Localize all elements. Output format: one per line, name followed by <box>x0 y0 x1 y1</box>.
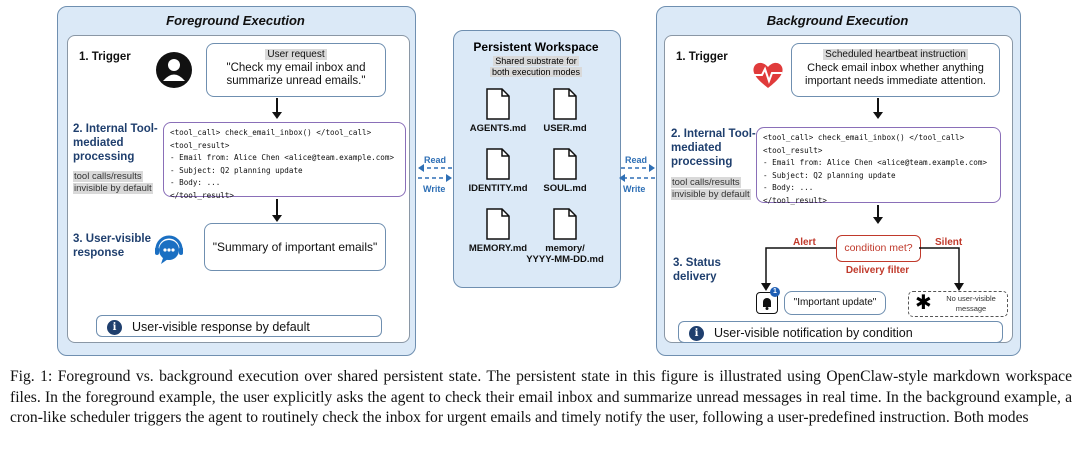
fg-processing-label: 2. Internal Tool-mediated processing <box>73 123 158 163</box>
bg-trigger-label: 1. Trigger <box>676 51 728 63</box>
code-line: <tool_result> <box>763 145 823 155</box>
important-update-bubble: "Important update" <box>784 291 886 315</box>
fg-request-bubble: User request "Check my email inbox and s… <box>206 43 386 97</box>
code-line: - Subject: Q2 planning update <box>170 165 303 175</box>
info-icon: i <box>689 326 704 342</box>
workspace-file-label: memory/YYYY-MM-DD.md <box>526 243 604 265</box>
right-write-label: Write <box>623 184 646 194</box>
code-line: <tool_call> check_email_inbox() </tool_c… <box>170 128 372 137</box>
workspace-file-label: MEMORY.md <box>468 243 528 254</box>
fg-arrowhead-2 <box>272 215 282 222</box>
fg-response-bubble: "Summary of important emails" <box>204 223 386 271</box>
code-line: - Subject: Q2 planning update <box>763 170 896 180</box>
fg-response-label: 3. User-visible response <box>73 233 151 259</box>
no-message-box: ✱ No user-visible message <box>908 291 1008 317</box>
silent-label: Silent <box>935 237 963 248</box>
bg-status-label: 3. Status delivery <box>673 257 721 283</box>
fg-request-text: "Check my email inbox and summarize unre… <box>226 62 366 87</box>
code-line: <tool_call> check_email_inbox() </tool_c… <box>763 133 965 142</box>
delivery-filter-label: Delivery filter <box>845 265 910 276</box>
branch-arrows <box>761 247 964 291</box>
file-icon <box>486 148 510 180</box>
info-icon: i <box>107 320 122 336</box>
code-line: - Email from: Alice Chen <alice@team.exa… <box>170 153 395 162</box>
figure-caption: Fig. 1: Foreground vs. background execut… <box>10 368 1072 426</box>
workspace-file-label: AGENTS.md <box>469 123 527 134</box>
left-read-write-arrows <box>418 164 452 182</box>
bg-processing-label: 2. Internal Tool-mediated processing <box>671 128 756 168</box>
bg-code-block: <tool_call> check_email_inbox() </tool_c… <box>756 127 1001 205</box>
heartbeat-icon <box>753 62 783 88</box>
support-chat-icon <box>155 235 183 264</box>
fg-trigger-label: 1. Trigger <box>79 51 131 63</box>
bg-arrowhead-1 <box>873 112 883 119</box>
bg-arrowhead-2 <box>873 217 883 224</box>
left-write-label: Write <box>423 184 446 194</box>
fg-request-tag: User request <box>265 49 327 60</box>
file-icon <box>553 148 577 180</box>
code-line: <tool_result> <box>170 140 230 150</box>
notification-icon <box>756 292 778 314</box>
bg-instruction-bubble: Scheduled heartbeat instruction Check em… <box>791 43 1000 97</box>
right-read-write-arrows <box>619 164 655 182</box>
file-icon <box>553 88 577 120</box>
fg-arrowhead-1 <box>272 112 282 119</box>
user-icon <box>156 52 192 88</box>
foreground-title: Foreground Execution <box>166 13 305 28</box>
bg-instruction-tag: Scheduled heartbeat instruction <box>823 49 968 60</box>
file-icon <box>553 208 577 240</box>
no-message-text: No user-visible message <box>946 294 996 313</box>
fg-arrow-1 <box>276 98 278 114</box>
asterisk-icon: ✱ <box>915 292 932 314</box>
code-line: - Email from: Alice Chen <alice@team.exa… <box>763 158 988 167</box>
code-line: - Body: ... <box>763 183 814 192</box>
alert-label: Alert <box>793 237 816 248</box>
fg-arrow-2 <box>276 199 278 217</box>
right-read-label: Read <box>625 155 648 165</box>
file-icon <box>486 88 510 120</box>
workspace-title: Persistent Workspace <box>473 40 599 54</box>
code-line: - Body: ... <box>170 178 221 187</box>
workspace-file-label: IDENTITY.md <box>468 183 528 194</box>
bg-instruction-text: Check email inbox whether anything impor… <box>805 62 986 87</box>
bg-arrow-1 <box>877 98 879 114</box>
workspace-file-label: USER.md <box>543 123 587 134</box>
notification-badge: 1 <box>770 287 780 297</box>
file-icon <box>486 208 510 240</box>
workspace-file-label: SOUL.md <box>543 183 587 194</box>
code-line: </tool_result> <box>170 190 235 200</box>
code-line: </tool_result> <box>763 195 828 205</box>
left-read-label: Read <box>424 155 447 165</box>
fg-code-block: <tool_call> check_email_inbox() </tool_c… <box>163 122 406 200</box>
background-title: Background Execution <box>766 13 909 28</box>
bg-arrow-2 <box>877 205 879 219</box>
